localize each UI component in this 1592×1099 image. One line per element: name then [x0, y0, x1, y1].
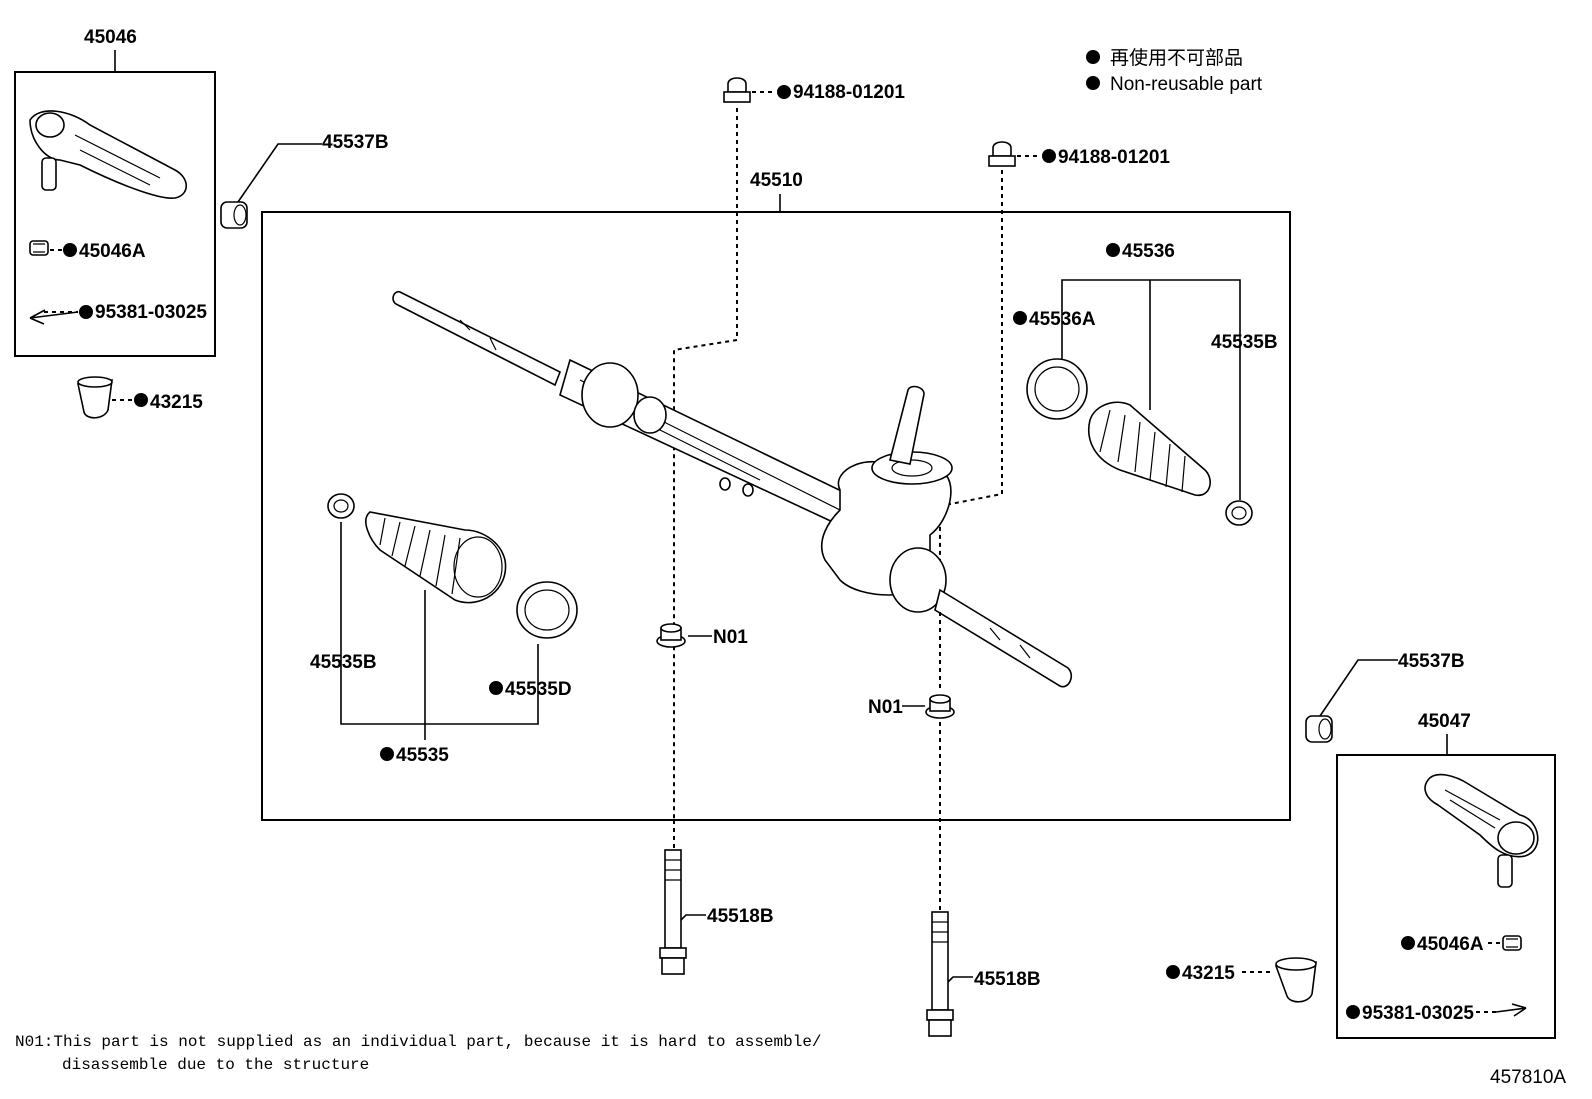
- label-n01-b[interactable]: N01: [868, 697, 903, 718]
- dust-boot-right-icon: [1274, 957, 1317, 1003]
- bolt-a-icon: [659, 849, 687, 975]
- ring-clamp-right-icon: [1026, 358, 1088, 420]
- frame-45046: [14, 71, 216, 357]
- dust-boot-left-icon: [77, 376, 113, 419]
- nut-icon: [29, 240, 49, 256]
- legend: 再使用不可部品 Non-reusable part: [1086, 47, 1263, 95]
- clamp-left-icon: [327, 493, 355, 519]
- label-45535b-right[interactable]: 45535B: [1211, 332, 1278, 353]
- legend-jp: 再使用不可部品: [1110, 47, 1243, 69]
- label-45537b-left[interactable]: 45537B: [322, 132, 389, 153]
- label-95381-left[interactable]: 95381-03025: [95, 302, 207, 323]
- label-95381-right[interactable]: 95381-03025: [1362, 1003, 1474, 1024]
- clamp-right-icon: [1225, 500, 1253, 526]
- bellows-right-icon: [1088, 401, 1211, 496]
- label-45518b-b[interactable]: 45518B: [974, 969, 1041, 990]
- footnote-line-1: N01:This part is not supplied as an indi…: [15, 1033, 822, 1051]
- label-45046a-left[interactable]: 45046A: [79, 241, 146, 262]
- tie-rod-end-right-icon: [1424, 773, 1539, 888]
- frame-45047: [1336, 754, 1556, 1039]
- footnote-line-2: disassemble due to the structure: [62, 1056, 369, 1074]
- label-n01-a[interactable]: N01: [713, 627, 748, 648]
- label-45535b-left[interactable]: 45535B: [310, 652, 377, 673]
- frame-45510: [261, 211, 1291, 821]
- label-45047[interactable]: 45047: [1418, 711, 1471, 732]
- label-45537b-right[interactable]: 45537B: [1398, 651, 1465, 672]
- label-45536a[interactable]: 45536A: [1029, 309, 1096, 330]
- cap-nut-right-icon: [988, 141, 1016, 167]
- legend-en: Non-reusable part: [1110, 74, 1263, 95]
- group-45046: 45046 45046A 95381-03025: [14, 27, 216, 357]
- n01-nut-b-icon: [925, 694, 955, 719]
- tie-rod-end-icon: [29, 110, 188, 199]
- label-45535d[interactable]: 45535D: [505, 679, 572, 700]
- label-45046[interactable]: 45046: [84, 27, 137, 48]
- steering-rack-icon: [392, 290, 1073, 688]
- bushing-right-icon: [1305, 715, 1333, 743]
- label-43215-right[interactable]: 43215: [1182, 963, 1235, 984]
- label-94188-left[interactable]: 94188-01201: [793, 82, 905, 103]
- figure-id: 457810A: [1490, 1067, 1566, 1088]
- label-45535[interactable]: 45535: [396, 745, 449, 766]
- label-94188-right[interactable]: 94188-01201: [1058, 147, 1170, 168]
- non-reusable-dot-icon: [1086, 76, 1100, 90]
- label-45046a-right[interactable]: 45046A: [1417, 934, 1484, 955]
- label-45510[interactable]: 45510: [750, 170, 803, 191]
- label-43215-left[interactable]: 43215: [150, 392, 203, 413]
- nut-right-icon: [1502, 935, 1522, 951]
- non-reusable-dot-icon: [1086, 50, 1100, 64]
- label-45518b-a[interactable]: 45518B: [707, 906, 774, 927]
- bushing-left-icon: [220, 201, 248, 229]
- cotter-pin-right-icon: [1495, 1003, 1527, 1017]
- label-45536[interactable]: 45536: [1122, 241, 1175, 262]
- cap-nut-left-icon: [723, 77, 751, 103]
- bellows-left-icon: [365, 511, 507, 604]
- ring-clamp-left-icon: [516, 581, 578, 639]
- group-45047: 45047 45046A 95381-03025: [1336, 711, 1556, 1039]
- n01-nut-a-icon: [656, 623, 686, 648]
- bolt-b-icon: [926, 911, 954, 1037]
